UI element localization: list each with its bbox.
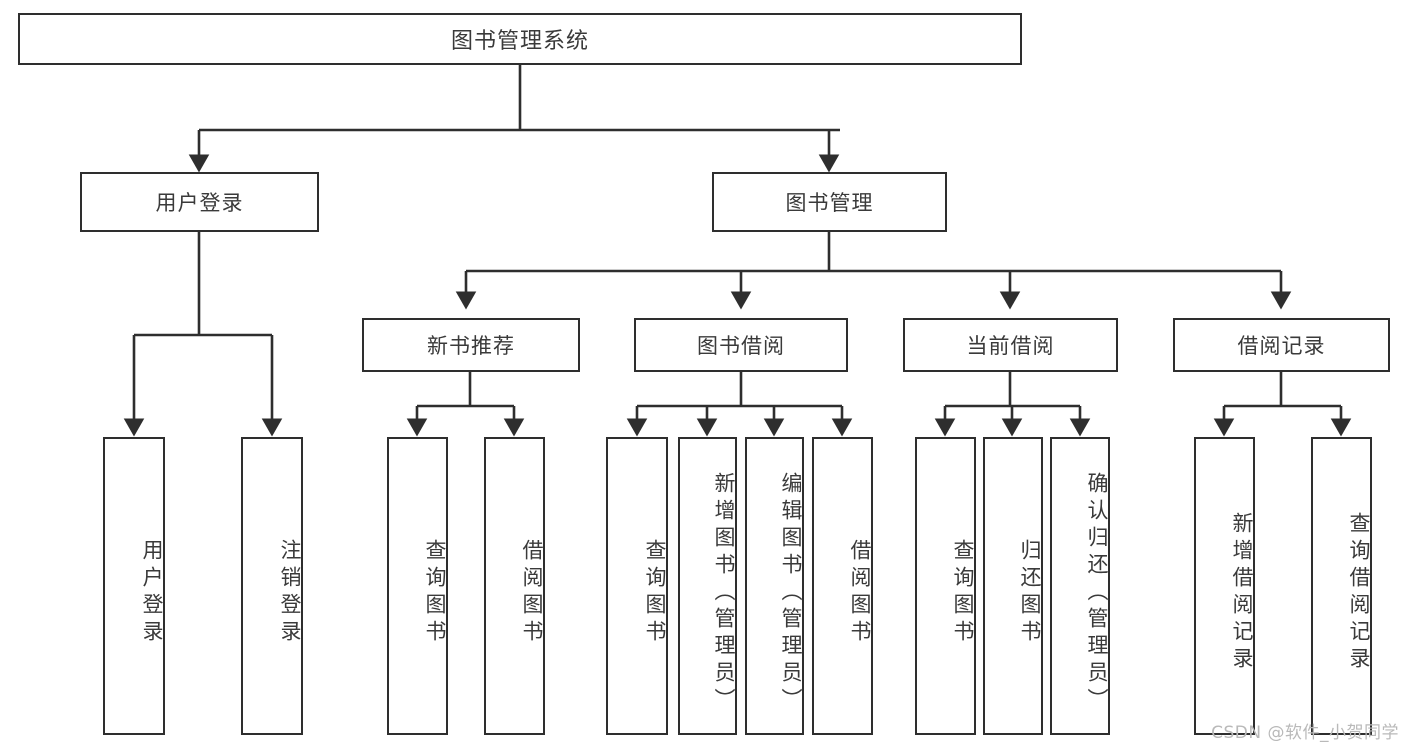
node-book-borrow-label: 图书借阅 xyxy=(697,334,785,358)
node-root-label: 图书管理系统 xyxy=(450,29,589,54)
leaf-return-book[interactable]: 归还图书 xyxy=(983,437,1043,735)
node-new-book-recommend-label: 新书推荐 xyxy=(427,334,515,358)
leaf-confirm-return-admin-label: 确认归还（管理员） xyxy=(1085,471,1109,715)
watermark: CSDN @软件_小贺同学 xyxy=(1211,723,1399,743)
node-book-management[interactable]: 图书管理 xyxy=(712,172,947,232)
node-book-borrow[interactable]: 图书借阅 xyxy=(634,318,848,372)
leaf-borrow-book[interactable]: 借阅图书 xyxy=(812,437,873,735)
node-borrow-record-label: 借阅记录 xyxy=(1237,334,1326,358)
leaf-borrow-query-book-label: 查询图书 xyxy=(643,539,667,647)
leaf-query-borrow-record-label: 查询借阅记录 xyxy=(1347,512,1371,674)
leaf-borrow-book-label: 借阅图书 xyxy=(848,539,872,647)
node-user-login[interactable]: 用户登录 xyxy=(80,172,319,232)
node-user-login-label: 用户登录 xyxy=(155,191,244,215)
node-book-management-label: 图书管理 xyxy=(785,191,874,215)
node-current-borrow-label: 当前借阅 xyxy=(966,334,1055,358)
leaf-current-query-book[interactable]: 查询图书 xyxy=(915,437,976,735)
leaf-add-book-admin[interactable]: 新增图书（管理员） xyxy=(678,437,737,735)
leaf-add-borrow-record[interactable]: 新增借阅记录 xyxy=(1194,437,1255,735)
leaf-return-book-label: 归还图书 xyxy=(1018,539,1042,647)
node-borrow-record[interactable]: 借阅记录 xyxy=(1173,318,1390,372)
leaf-new-book-query-label: 查询图书 xyxy=(423,539,447,647)
leaf-add-book-admin-label: 新增图书（管理员） xyxy=(712,471,736,715)
leaf-edit-book-admin[interactable]: 编辑图书（管理员） xyxy=(745,437,804,735)
leaf-query-borrow-record[interactable]: 查询借阅记录 xyxy=(1311,437,1372,735)
leaf-new-book-borrow[interactable]: 借阅图书 xyxy=(484,437,545,735)
leaf-user-logout[interactable]: 注销登录 xyxy=(241,437,303,735)
leaf-new-book-borrow-label: 借阅图书 xyxy=(520,539,544,647)
leaf-user-login-label: 用户登录 xyxy=(140,539,164,647)
leaf-new-book-query[interactable]: 查询图书 xyxy=(387,437,448,735)
leaf-confirm-return-admin[interactable]: 确认归还（管理员） xyxy=(1050,437,1110,735)
leaf-borrow-query-book[interactable]: 查询图书 xyxy=(606,437,668,735)
node-root[interactable]: 图书管理系统 xyxy=(18,13,1022,65)
node-current-borrow[interactable]: 当前借阅 xyxy=(903,318,1118,372)
node-new-book-recommend[interactable]: 新书推荐 xyxy=(362,318,580,372)
leaf-current-query-book-label: 查询图书 xyxy=(951,539,975,647)
leaf-edit-book-admin-label: 编辑图书（管理员） xyxy=(779,471,803,715)
leaf-add-borrow-record-label: 新增借阅记录 xyxy=(1230,512,1254,674)
leaf-user-login[interactable]: 用户登录 xyxy=(103,437,165,735)
leaf-user-logout-label: 注销登录 xyxy=(278,539,302,647)
